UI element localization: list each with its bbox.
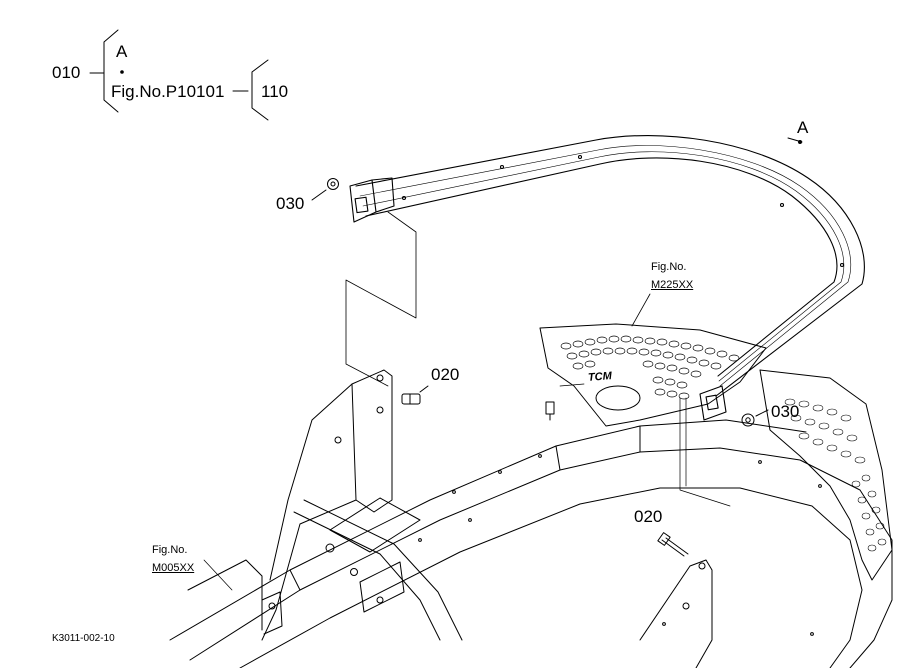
drawing-id: K3011-002-10 <box>52 633 115 644</box>
part-number-label: 010 <box>52 63 81 82</box>
bolt-020-left <box>401 385 429 405</box>
callout-frame-a: A <box>797 118 809 137</box>
option-a-label: A <box>116 42 128 61</box>
cover-fig-label: Fig.No. <box>651 261 687 273</box>
callout-bolt-lower: 020 <box>634 507 663 526</box>
perforated-cover <box>539 293 767 427</box>
rops-frame <box>349 134 865 421</box>
callout-bushing-upper: 030 <box>276 194 305 213</box>
chassis-fig-code[interactable]: M005XX <box>152 562 195 574</box>
cover-fig-code[interactable]: M225XX <box>651 279 694 291</box>
ref-part-label: 110 <box>261 82 289 101</box>
chassis-fig-label: Fig.No. <box>152 544 188 556</box>
left-mount-bracket <box>261 369 393 641</box>
callout-bushing-right: 030 <box>771 402 800 421</box>
option-ref-label: Fig.No.P10101 <box>111 82 225 101</box>
bolt-020-lower <box>657 532 689 557</box>
callout-bolt-left: 020 <box>431 365 460 384</box>
bushing-030-upper <box>311 178 339 201</box>
bushing-030-right <box>741 409 769 427</box>
cover-leader <box>559 383 585 387</box>
assembly-lines <box>203 397 731 591</box>
right-side-grille <box>759 369 893 581</box>
paper-tag <box>345 211 417 387</box>
right-mount-bracket <box>639 559 713 668</box>
leader-a-dot <box>798 140 802 144</box>
cover-bolt <box>545 401 555 421</box>
option-bracket <box>89 29 269 121</box>
chassis-frame <box>169 419 893 668</box>
cover-mark: TCM <box>587 370 613 384</box>
